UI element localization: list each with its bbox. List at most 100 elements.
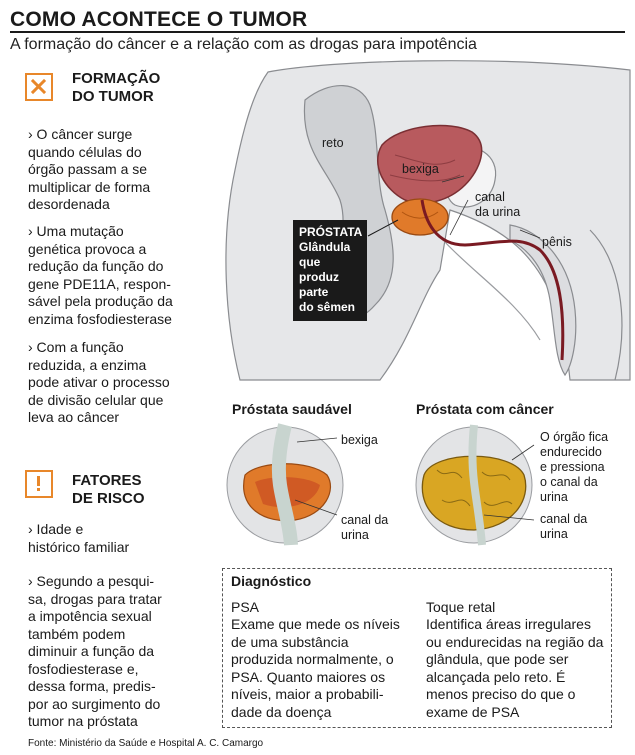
psa-text-line: PSA. Quanto maiores os [231,668,386,685]
cancer-canal [468,424,486,546]
cancer-prostate-title: Próstata com câncer [416,401,554,417]
callout-line: do sêmen [299,300,356,314]
bullet-line: genética provoca a [28,240,147,257]
prostate-shape [391,198,449,236]
cancer-note: O órgão fica endurecido e pressiona o ca… [540,430,608,505]
bullet-line: diminuir a função da [28,643,155,659]
bullet-line: pode ativar o processo [28,374,170,390]
bullet-line: redução da função do [28,258,164,274]
bullet-line: sável pela produção da [28,293,173,309]
healthy-canal-label: canal da urina [341,513,388,543]
bullet-line: › Idade e [28,521,84,537]
cancer-canal-pointer [483,514,535,521]
bullet-line: gene PDE11A, respon- [28,275,171,292]
bexiga-pointer [441,175,465,183]
bullet-line: › Segundo a pesqui- [28,573,155,589]
cancer-note-line: e pressiona [540,460,605,474]
toque-text-line: alcançada pelo reto. É [426,668,566,685]
bladder-texture [389,154,461,182]
bullet-line: a impotência sexual [28,608,152,624]
formacao-heading-line: DO TUMOR [72,88,154,105]
fatores-bullet-1: › Idade e histórico familiar [28,521,203,556]
cancer-note-line: endurecido [540,445,602,459]
page-subtitle: A formação do câncer e a relação com as … [10,36,477,53]
prostata-callout: PRÓSTATA Glândula que produz parte do sê… [293,220,367,321]
healthy-prostate-illustration [226,423,344,546]
cancer-texture [436,469,513,507]
healthy-bexiga-label: bexiga [341,433,378,447]
toque-text: Identifica áreas irregulares ou endureci… [426,616,608,721]
exclamation-icon [25,470,53,498]
source-credit: Fonte: Ministério da Saúde e Hospital A.… [28,738,264,749]
formacao-heading: FORMAÇÃO DO TUMOR [72,70,160,106]
page-title: COMO ACONTECE O TUMOR [10,8,308,31]
penis-label: pênis [542,235,572,249]
bullet-line: sa, drogas para tratar [28,590,162,607]
psa-text-line: Exame que mede os níveis [231,616,400,632]
callout-line: produz parte [299,270,339,299]
psa-text: Exame que mede os níveis de uma substânc… [231,616,411,721]
cancer-canal-label: canal da urina [540,512,587,542]
cancer-note-line: urina [540,490,568,504]
toque-text-line: Identifica áreas irregulares [426,616,591,632]
fatores-heading-line: DE RISCO [72,490,145,507]
reto-label: reto [322,136,344,150]
bullet-line: quando células do [28,143,142,160]
fatores-bullet-2: › Segundo a pesqui- sa, drogas para trat… [28,573,203,731]
bullet-line: de divisão celular que [28,391,164,408]
psa-text-line: níveis, maior a probabili- [231,686,384,702]
bullet-line: desordenada [28,196,110,212]
bullet-line: também podem [28,625,126,642]
formacao-bullet-3: › Com a função reduzida, a enzima pode a… [28,339,203,427]
bullet-line: por ao surgimento do [28,695,161,712]
toque-text-line: menos preciso do que o [426,686,576,702]
healthy-canal [271,423,298,546]
healthy-prostate-title: Próstata saudável [232,401,352,417]
psa-text-line: produzida normalmente, o [231,651,394,667]
cancer-prostate-illustration [415,424,535,546]
callout-line: PRÓSTATA [299,225,363,239]
bullet-line: › Uma mutação [28,223,124,239]
psa-text-line: de uma substância [231,633,349,650]
canal-pointer [449,199,469,236]
x-icon [25,73,53,101]
bullet-line: › Com a função [28,339,124,355]
canal-label-line: canal [475,190,505,204]
bullet-line: enzima fosfodiesterase [28,310,172,327]
rectum-shape [303,85,394,318]
formacao-heading-line: FORMAÇÃO [72,70,161,87]
penis-pointer [519,229,541,239]
healthy-bexiga-pointer [296,437,338,443]
fatores-heading-line: FATORES [72,472,142,489]
bullet-line: multiplicar de forma [28,178,151,195]
cancer-canal-line: urina [540,527,568,541]
bexiga-label: bexiga [402,162,439,176]
healthy-canal-line: canal da [341,513,389,527]
bullet-line: tumor na próstata [28,713,138,729]
callout-line: Glândula que [299,240,351,269]
canal-label-line: da urina [475,205,521,219]
formacao-bullet-1: › O câncer surge quando células do órgão… [28,126,203,214]
cancer-note-line: O órgão fica [540,430,609,444]
psa-title: PSA [231,599,260,615]
cancer-note-line: o canal da [540,475,598,489]
bullet-line: fosfodiesterase e, [28,660,139,677]
prostate-texture [401,211,439,219]
urethra-line [420,199,565,361]
toque-title: Toque retal [426,599,496,615]
title-divider [10,31,625,33]
psa-text-line: dade da doença [231,703,332,720]
bullet-line: dessa forma, predis- [28,678,156,694]
diagnostico-box [222,568,612,728]
cancer-canal-line: canal da [540,512,588,526]
callout-pointer [367,219,399,237]
healthy-canal-line: urina [341,528,369,542]
penis-shape [509,224,577,377]
toque-text-line: exame de PSA [426,703,520,720]
healthy-canal-pointer [294,499,338,516]
bullet-line: leva ao câncer [28,409,120,425]
diagnostico-heading: Diagnóstico [231,573,312,589]
scrotum-line [589,229,623,381]
bullet-line: › O câncer surge [28,126,133,142]
bullet-line: reduzida, a enzima [28,356,147,373]
